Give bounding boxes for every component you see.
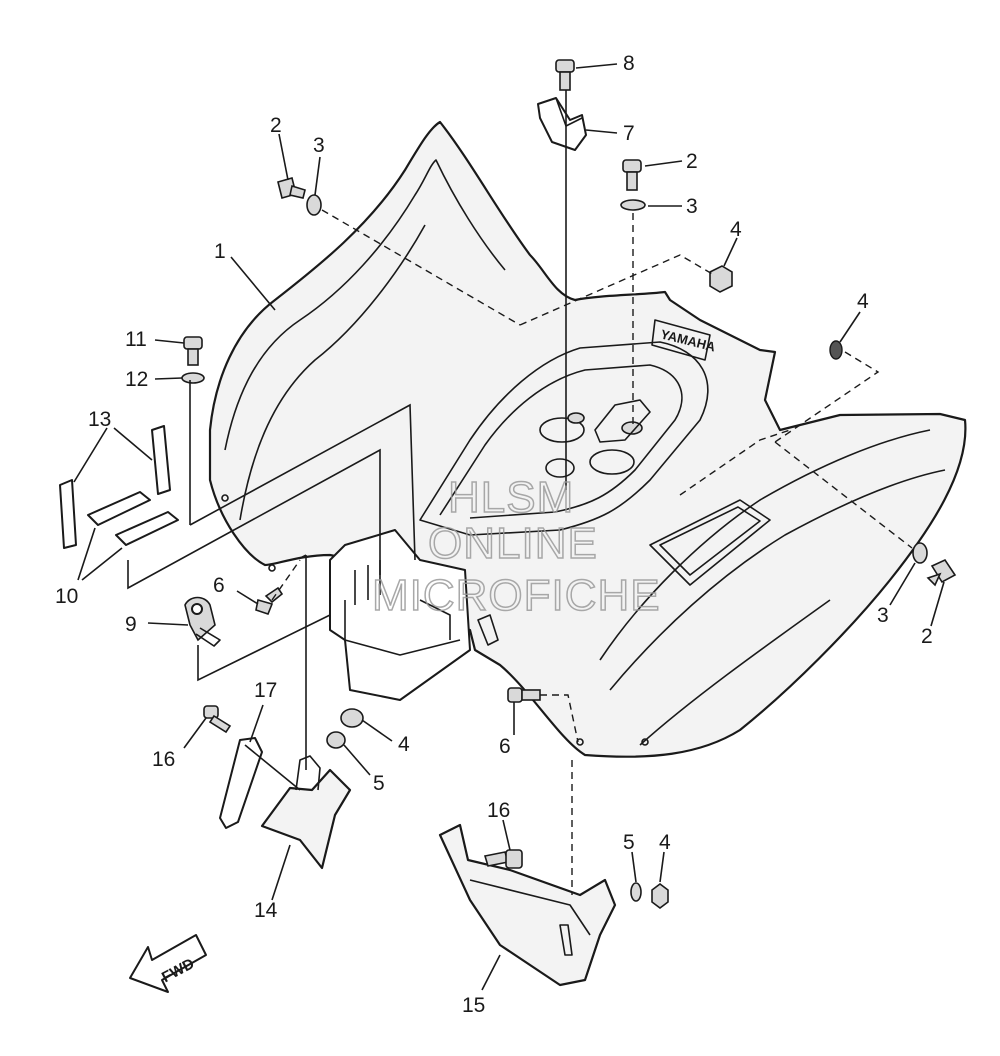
screw-6-left [255,586,284,615]
callout-3: 3 [313,134,325,157]
rear-fender: YAMAHA [208,120,967,758]
callout-1: 1 [214,240,226,263]
bolt-8 [555,59,575,91]
damper-pads-13 [59,425,171,549]
callout-4: 4 [659,831,671,854]
strap-17 [219,737,263,829]
callout-10: 10 [55,585,78,608]
callout-4: 4 [730,218,742,241]
callout-2: 2 [270,114,282,137]
washer-3-left [306,194,322,216]
callout-12: 12 [125,368,148,391]
fwd-arrow: FWD [129,934,207,993]
callout-6: 6 [213,574,225,597]
mud-flap-14 [260,755,352,870]
callout-9: 9 [125,613,137,636]
nut-4-right [829,340,843,360]
callout-7: 7 [623,122,635,145]
bolt-2-left [277,177,306,199]
callout-3: 3 [877,604,889,627]
bolt-16-right [483,849,523,869]
watermark-line-1: HLSM [448,473,574,522]
callout-8: 8 [623,52,635,75]
callout-13: 13 [88,408,111,431]
callout-3: 3 [686,195,698,218]
storage-box [329,529,499,701]
washer-5-mid [326,731,346,749]
callout-15: 15 [462,994,485,1017]
bolt-2-right-lower [926,558,957,587]
clip-9 [184,596,221,647]
watermark: HLSM ONLINE MICROFICHE [371,472,661,621]
damper-pads-10 [87,491,179,546]
assembly-dashed-lines [271,209,913,895]
washer-3-right-lower [912,542,928,564]
mud-flap-15 [438,823,617,987]
callout-16: 16 [152,748,175,771]
bolt-2-right-top [622,159,642,191]
callout-16: 16 [487,799,510,822]
leader-lines [73,63,945,991]
callout-4: 4 [857,290,869,313]
nut-4-right-lower [651,883,669,909]
watermark-line-2: ONLINE [428,519,598,568]
washer-5-right [630,882,642,902]
callout-numbers: 1 2 3 8 7 2 3 4 4 11 12 13 10 6 9 3 2 17… [55,52,933,1017]
bolt-16-left [203,705,232,734]
nut-4-mid [340,708,364,728]
screw-6-lower [507,687,541,703]
clip-bracket-7 [537,97,587,151]
washer-12 [181,372,205,384]
callout-5: 5 [623,831,635,854]
nut-4-top [709,265,733,293]
watermark-line-3: MICROFICHE [372,571,661,620]
callout-14: 14 [254,899,278,922]
callout-17: 17 [254,679,277,702]
callout-2: 2 [686,150,698,173]
callout-5: 5 [373,772,385,795]
callout-2: 2 [921,625,933,648]
callout-4: 4 [398,733,410,756]
callout-11: 11 [125,328,147,351]
bolt-11 [183,336,203,366]
callout-6: 6 [499,735,511,758]
washer-3-right-top [620,199,646,211]
